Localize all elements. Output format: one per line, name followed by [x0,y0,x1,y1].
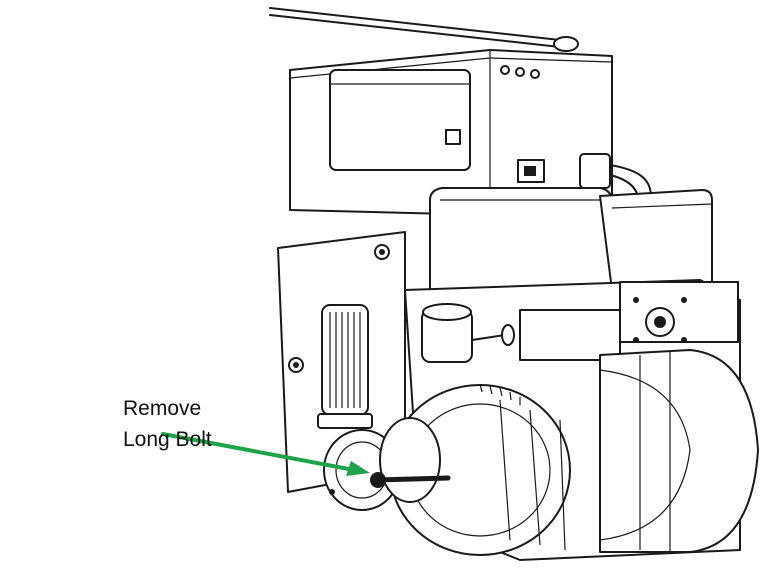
control-box [289,49,652,216]
callout-label-line-2: Long Bolt [123,428,212,451]
oil-filter [317,304,373,429]
motor [599,349,759,553]
callout-label-line-1: Remove [123,397,202,420]
top-rod [269,7,579,52]
long-bolt [370,472,451,488]
air-dial-marks [479,383,521,405]
callout-label: Remove Long Bolt [123,393,212,455]
solenoid-valve [421,303,515,363]
ignitor-cover [429,187,713,315]
callout-arrow [161,432,370,476]
filter-ribs [329,312,361,408]
